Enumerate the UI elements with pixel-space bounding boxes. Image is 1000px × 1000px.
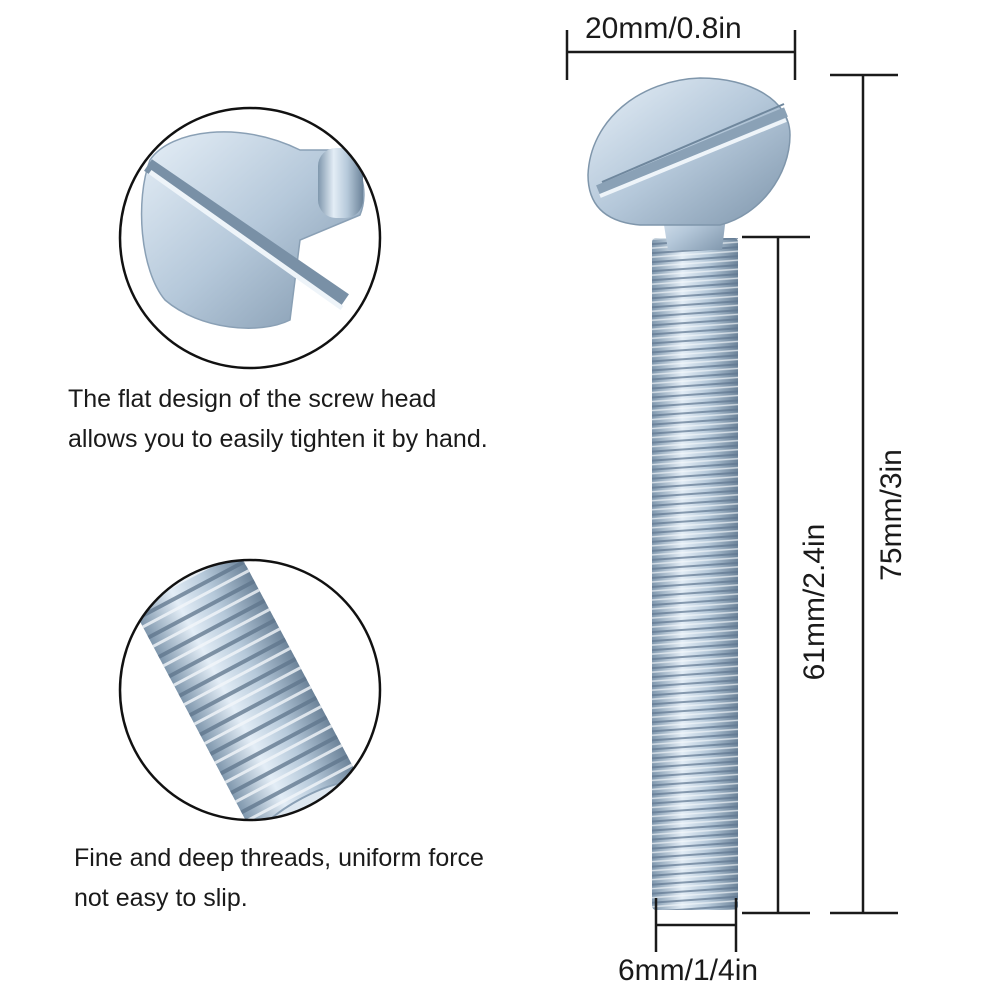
diameter-label: 6mm/1/4in [618,954,759,987]
thread-length-label: 61mm/2.4in [798,523,831,681]
total-length-label: 75mm/3in [875,449,908,581]
head-caption: The flat design of the screw head allows… [68,385,488,453]
thread-detail-callout [118,558,382,822]
thread-caption: Fine and deep threads, uniform force not… [74,844,484,912]
thumb-screw [587,77,791,910]
head-detail-callout [118,106,382,370]
head-width-label: 20mm/0.8in [585,12,742,45]
dimension-lines [565,30,898,952]
